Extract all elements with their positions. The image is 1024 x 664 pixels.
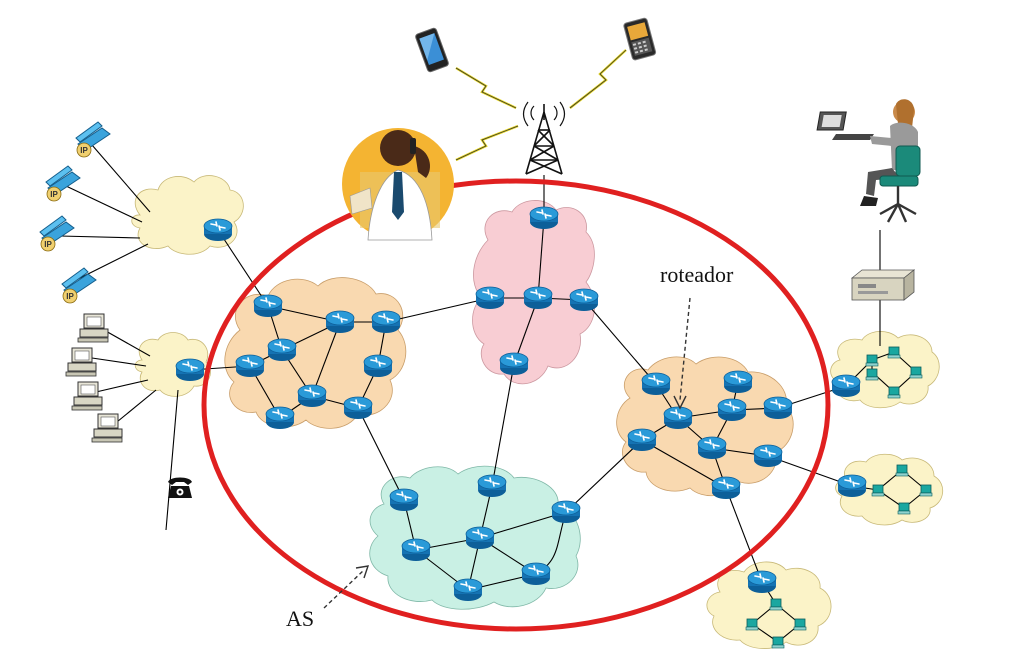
router-icon [763, 396, 793, 420]
ip-phone-icon [61, 267, 97, 304]
smartphone-icon [415, 27, 449, 73]
router-icon [697, 436, 727, 460]
router-icon [235, 354, 265, 378]
router-icon [551, 500, 581, 524]
person-on-phone-icon [342, 128, 454, 241]
router-icon [475, 286, 505, 310]
host-icon [919, 484, 933, 497]
router-label: roteador [660, 262, 734, 287]
host-icon [871, 484, 885, 497]
desktop-computer-icon [71, 381, 103, 411]
router-icon [663, 406, 693, 430]
router-icon [837, 474, 867, 498]
router-icon [389, 488, 419, 512]
radio-tower-icon [522, 101, 566, 175]
router-icon [265, 406, 295, 430]
router-icon [523, 286, 553, 310]
host-icon [769, 598, 783, 611]
router-icon [521, 562, 551, 586]
wireless-links [455, 49, 627, 162]
server-icon [850, 269, 916, 301]
router-icon [627, 428, 657, 452]
as-label-pointer [323, 569, 365, 609]
router-icon [267, 338, 297, 362]
desktop-computer-icon [91, 413, 123, 443]
desktop-computer-icon [77, 313, 109, 343]
host-icon [887, 346, 901, 359]
desktop-computers [65, 313, 123, 443]
cloud-icon [835, 453, 943, 526]
telephone-icon [168, 477, 192, 498]
router-icon [641, 372, 671, 396]
ip-phone-icon [75, 121, 111, 158]
as-label: AS [286, 606, 314, 631]
router-icon [325, 310, 355, 334]
router-icon [203, 218, 233, 242]
router-icon [711, 476, 741, 500]
router-icon [717, 398, 747, 422]
ip-phones [39, 121, 111, 304]
router-icon [499, 352, 529, 376]
as-boundary [201, 178, 831, 632]
router-icon [569, 288, 599, 312]
router-icon [453, 578, 483, 602]
router-icon [253, 294, 283, 318]
router-label-pointer [679, 297, 691, 401]
router-icon [363, 354, 393, 378]
router-icon [529, 206, 559, 230]
router-icon [747, 570, 777, 594]
ip-phone-icon [39, 215, 75, 252]
host-icon [771, 636, 785, 649]
person-at-laptop-icon [816, 99, 921, 223]
router-icon [175, 358, 205, 382]
host-icon [895, 464, 909, 477]
host-icon [745, 618, 759, 631]
host-icon [793, 618, 807, 631]
router-icon [753, 444, 783, 468]
host-icon [865, 354, 879, 367]
router-icon [465, 526, 495, 550]
router-icon [343, 396, 373, 420]
router-icon [297, 384, 327, 408]
router-icon [723, 370, 753, 394]
router-icon [477, 474, 507, 498]
smartphone-icon [623, 17, 657, 61]
host-icon [865, 368, 879, 381]
host-icon [909, 366, 923, 379]
desktop-computer-icon [65, 347, 97, 377]
router-icon [401, 538, 431, 562]
router-icon [831, 374, 861, 398]
router-icon [371, 310, 401, 334]
ip-phone-icon [45, 165, 81, 202]
host-icon [897, 502, 911, 515]
host-icon [887, 386, 901, 399]
